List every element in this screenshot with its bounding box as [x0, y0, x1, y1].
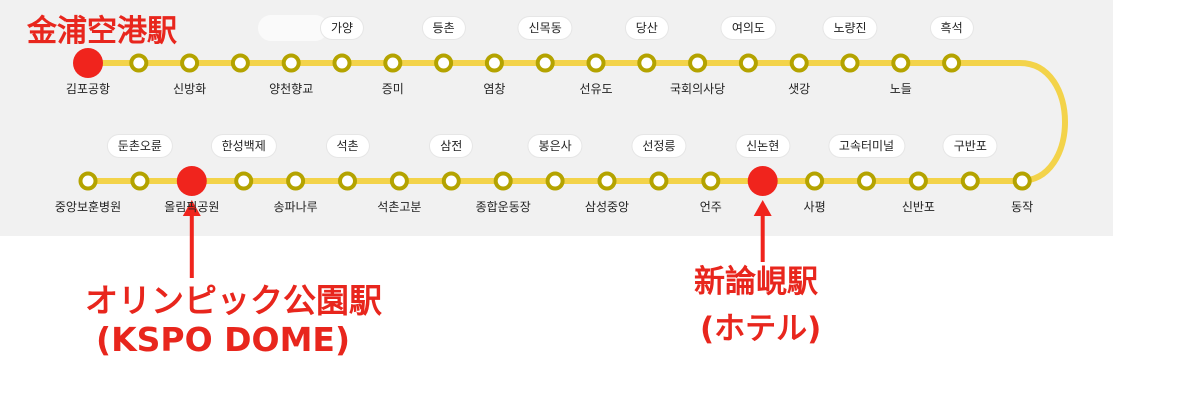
bottom_row-station-marker[interactable] [234, 171, 254, 191]
bottom_row-station-marker[interactable] [338, 171, 357, 191]
bottom_row-station-label: 고속터미널 [828, 135, 905, 157]
bottom_row-station-marker[interactable] [78, 171, 98, 191]
top_row-station-label: 당산 [625, 17, 668, 39]
top_row-station-label: 가양 [320, 17, 364, 39]
top_row-station-label: 염창 [483, 82, 506, 96]
top_row-station-marker[interactable] [230, 53, 250, 73]
annotation-olympic-park-sub: (KSPO DOME) [96, 320, 351, 359]
bottom_row-station-marker[interactable] [130, 171, 150, 191]
bottom_row-station-label: 구반포 [943, 135, 997, 157]
bottom_row-station-marker[interactable] [960, 171, 980, 191]
annotation-sinnonhyeon: 新論峴駅 [694, 264, 818, 300]
bottom_row-station-label: 석촌 [326, 135, 369, 157]
highlight-station-dot [747, 166, 778, 196]
bottom_row-station-label: 동작 [1011, 200, 1034, 214]
pointer-arrow [182, 200, 201, 278]
top_row-station-marker[interactable] [891, 53, 911, 73]
bottom_row-station-label: 삼성중앙 [584, 200, 630, 214]
top_row-station-marker[interactable] [129, 53, 149, 73]
bottom_row-station-label: 신논현 [736, 135, 790, 157]
bottom_row-station-marker[interactable] [1012, 171, 1032, 191]
top_row-station-label: 김포공항 [65, 82, 111, 96]
top_row-station-label: 증미 [381, 82, 404, 96]
top_row-station-label: 여의도 [721, 17, 775, 39]
top_row-station-label: 흑석 [930, 17, 973, 39]
top_row-station-marker[interactable] [484, 53, 504, 73]
bottom_row-station-label: 석촌고분 [377, 200, 422, 214]
bottom_row-station-label: 언주 [699, 200, 722, 214]
route-map-panel [0, 0, 1113, 236]
bottom_row-station-label: 사평 [803, 200, 826, 214]
bottom_row-station-marker[interactable] [857, 171, 876, 191]
line-track [85, 60, 1068, 184]
top_row-station-marker[interactable] [383, 53, 403, 73]
bottom_row-station-label: 선정릉 [632, 135, 686, 157]
bottom_row-station-label: 둔촌오륜 [107, 135, 172, 157]
top_row-station-marker[interactable] [535, 53, 555, 73]
bottom_row-station-marker[interactable] [701, 171, 721, 191]
bottom_row-station-marker[interactable] [441, 171, 461, 191]
bottom_row-station-label: 신반포 [901, 200, 935, 214]
top_row-station-label: 노량진 [823, 17, 877, 39]
bottom_row-station-label: 올림픽공원 [164, 200, 220, 214]
bottom_row-station-label: 한성백제 [211, 135, 276, 157]
bottom_row-station-marker[interactable] [908, 171, 928, 191]
top_row-station-marker[interactable] [281, 53, 301, 73]
top_row-station-marker[interactable] [840, 53, 860, 73]
highlight-station-dot [176, 166, 207, 196]
annotation-gimpo-airport: 金浦空港駅 [27, 14, 177, 49]
top_row-station-marker[interactable] [942, 53, 962, 73]
top_row-station-marker[interactable] [738, 53, 758, 73]
top_row-station-marker[interactable] [586, 53, 606, 73]
bottom_row-station-marker[interactable] [286, 171, 306, 191]
top_row-station-label: 신방화 [173, 82, 207, 96]
bottom_row-station-label: 봉은사 [528, 135, 582, 157]
bottom_row-station-marker[interactable] [545, 171, 565, 191]
bottom_row-station-label: 종합운동장 [475, 200, 531, 214]
bottom_row-station-marker[interactable] [649, 171, 669, 191]
top_row-station-marker[interactable] [637, 53, 657, 73]
bottom_row-station-marker[interactable] [389, 171, 409, 191]
pointer-arrow [753, 200, 772, 262]
bottom_row-station-label: 삼전 [430, 135, 473, 157]
annotation-sinnonhyeon-sub: (ホテル) [700, 311, 822, 347]
bottom_row-station-marker[interactable] [493, 171, 513, 191]
highlight-station-dot [73, 48, 103, 78]
top_row-station-marker[interactable] [180, 53, 200, 73]
bottom_row-station-label: 송파나루 [273, 200, 318, 214]
top_row-station-label: 국회의사당 [669, 82, 726, 96]
top_row-station-label: 신목동 [518, 17, 572, 39]
top_row-station-marker[interactable] [332, 53, 352, 73]
top_row-station-label: 등촌 [422, 17, 465, 39]
top_row-station-label: 선유도 [579, 82, 613, 96]
top_row-station-marker[interactable] [789, 53, 809, 73]
top_row-station-marker[interactable] [688, 53, 708, 73]
top_row-station-marker[interactable] [434, 53, 454, 73]
annotation-olympic-park: オリンピック公園駅 [85, 281, 382, 320]
bottom_row-station-marker[interactable] [805, 171, 825, 191]
top_row-station-label: 노들 [889, 82, 912, 96]
bottom_row-station-marker[interactable] [597, 171, 617, 191]
bottom_row-station-label: 중앙보훈병원 [54, 200, 122, 214]
top_row-station-label: 샛강 [788, 82, 811, 96]
top_row-station-label: 양천향교 [269, 82, 314, 96]
blurred-label [258, 15, 328, 41]
